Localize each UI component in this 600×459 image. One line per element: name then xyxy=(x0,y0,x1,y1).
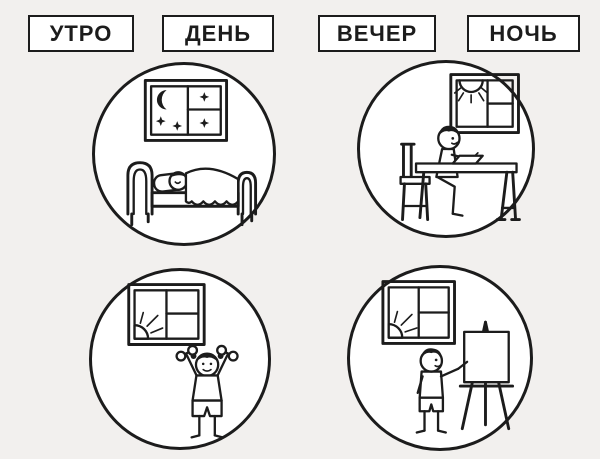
child-writing-at-desk-sunny-window-icon xyxy=(399,73,521,221)
label-text-night: НОЧЬ xyxy=(489,20,558,46)
star-icon xyxy=(155,116,166,126)
sleeping-child-in-bed-night-window-icon xyxy=(126,79,258,227)
child-painting-at-easel-icon xyxy=(381,280,515,434)
label-text-day: ДЕНЬ xyxy=(184,20,252,46)
label-text-evening: ВЕЧЕР xyxy=(336,20,418,46)
sun-icon xyxy=(458,79,484,94)
label-card-night[interactable]: НОЧЬ xyxy=(467,15,580,52)
painting-boy-icon xyxy=(415,348,469,434)
scene-card-day-homework[interactable] xyxy=(357,60,535,238)
dumbbell-icon xyxy=(175,344,199,362)
sunny-window-icon xyxy=(381,280,456,345)
night-window-icon xyxy=(143,79,229,142)
desk-icon xyxy=(414,154,521,221)
scene-card-night-sleeping[interactable] xyxy=(92,62,276,246)
label-text-morning: УТРО xyxy=(49,20,113,46)
blanket-icon xyxy=(184,167,240,206)
star-icon xyxy=(199,118,210,128)
chair-icon xyxy=(399,142,431,221)
sun-icon xyxy=(387,322,404,339)
label-card-day[interactable]: ДЕНЬ xyxy=(162,15,274,52)
bed-with-sleeping-child-icon xyxy=(126,161,258,227)
paintbrush-icon xyxy=(457,360,469,370)
exercising-girl-icon xyxy=(175,344,239,439)
label-card-evening[interactable]: ВЕЧЕР xyxy=(318,15,436,52)
canvas-icon xyxy=(463,330,510,384)
easel-icon xyxy=(458,320,515,431)
rising-sun-icon xyxy=(133,323,150,340)
sunny-window-icon xyxy=(449,73,520,135)
paper-sheet-icon xyxy=(451,154,484,165)
label-card-morning[interactable]: УТРО xyxy=(28,15,134,52)
star-icon xyxy=(199,92,210,102)
child-exercising-with-dumbbells-icon xyxy=(127,283,239,439)
star-icon xyxy=(172,121,183,131)
scene-card-evening-painting[interactable] xyxy=(347,265,533,451)
scene-card-morning-exercise[interactable] xyxy=(89,268,271,450)
crescent-moon-icon xyxy=(156,90,167,110)
sunrise-window-icon xyxy=(127,283,206,346)
